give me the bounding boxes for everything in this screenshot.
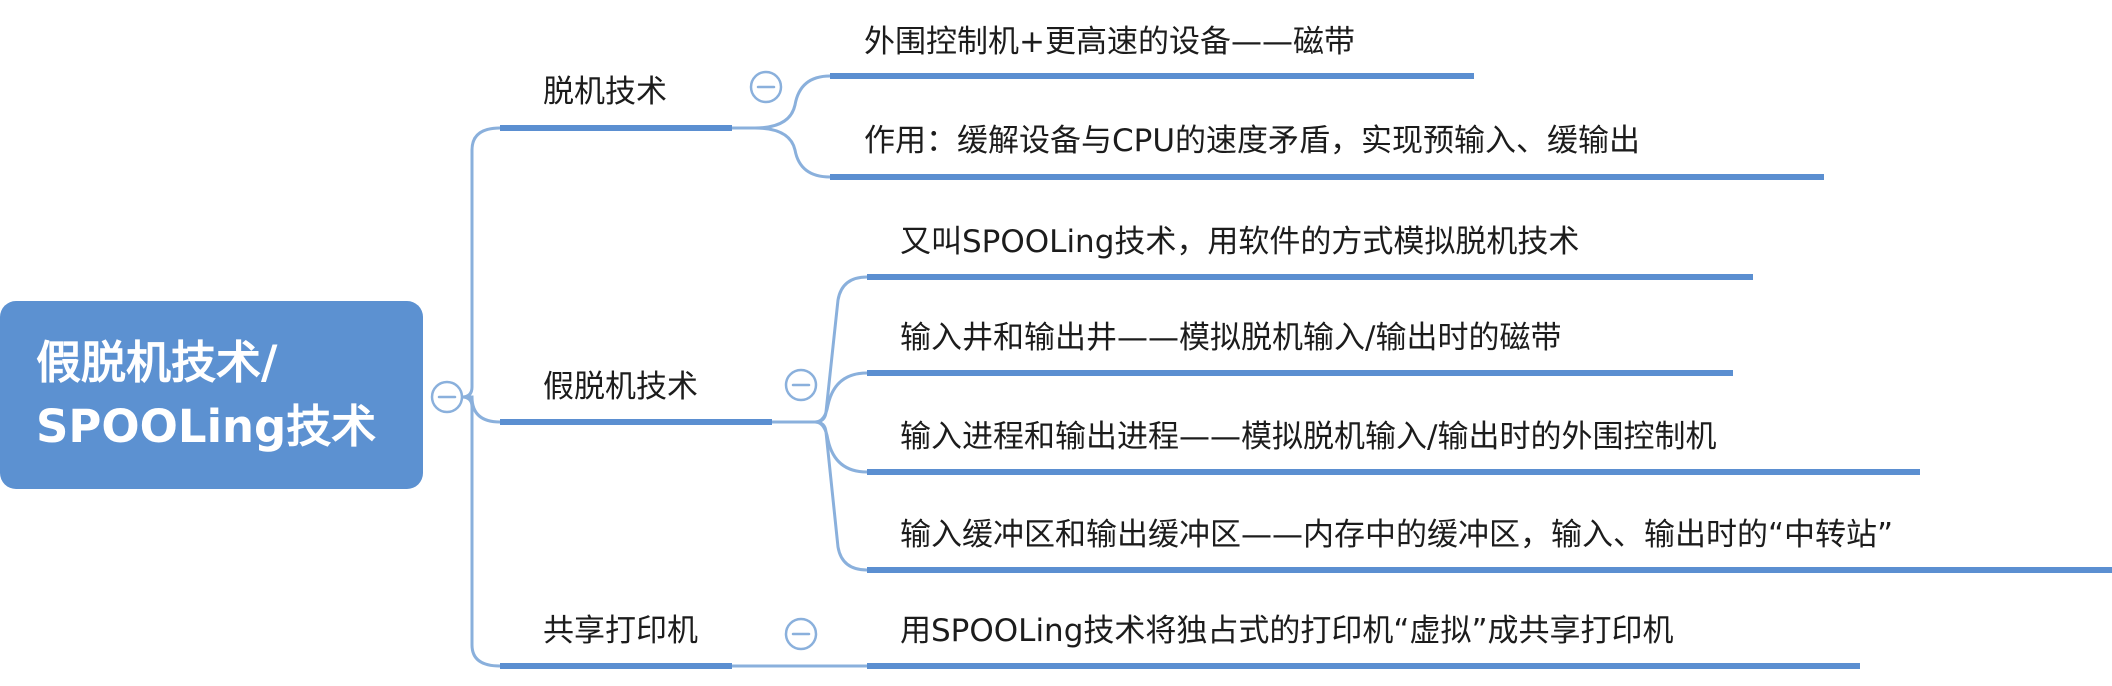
branch-label-printer[interactable]: 共享打印机 — [543, 613, 698, 649]
branch-underline-printer — [500, 663, 732, 669]
collapse-toggle-offline[interactable] — [749, 70, 783, 104]
child-underline-spooling-4 — [867, 567, 2112, 573]
child-label-spooling-3[interactable]: 输入进程和输出进程——模拟脱机输入/输出时的外围控制机 — [900, 419, 1717, 455]
connector-offline-to-child-1 — [732, 74, 831, 130]
child-underline-spooling-1 — [867, 274, 1753, 280]
child-underline-offline-1 — [830, 73, 1474, 79]
root-title-line-2: SPOOLing技术 — [36, 400, 377, 453]
branch-label-offline[interactable]: 脱机技术 — [543, 74, 667, 110]
root-title-line-1: 假脱机技术/ — [36, 336, 278, 389]
branch-label-spooling[interactable]: 假脱机技术 — [543, 369, 698, 405]
connector-spooling-to-child-4 — [772, 420, 868, 572]
child-label-spooling-4[interactable]: 输入缓冲区和输出缓冲区——内存中的缓冲区，输入、输出时的“中转站” — [900, 517, 1894, 553]
child-underline-spooling-2 — [867, 370, 1733, 376]
connector-root-to-spooling — [447, 395, 501, 424]
branch-underline-spooling — [500, 419, 772, 425]
child-label-offline-2[interactable]: 作用：缓解设备与CPU的速度矛盾，实现预输入、缓输出 — [864, 123, 1641, 159]
child-underline-printer-1 — [867, 663, 1860, 669]
collapse-toggle-spooling[interactable] — [784, 368, 818, 402]
connector-root-to-printer — [447, 395, 501, 668]
child-label-spooling-1[interactable]: 又叫SPOOLing技术，用软件的方式模拟脱机技术 — [900, 224, 1580, 260]
child-underline-spooling-3 — [867, 469, 1920, 475]
connector-root-to-offline — [447, 126, 501, 399]
connector-spooling-to-child-3 — [772, 420, 868, 474]
collapse-toggle-printer[interactable] — [784, 617, 818, 651]
connector-offline-to-child-2 — [732, 126, 831, 179]
root-node[interactable]: 假脱机技术/ SPOOLing技术 — [0, 301, 423, 489]
collapse-toggle-root[interactable] — [430, 380, 464, 414]
branch-underline-offline — [500, 125, 732, 131]
child-underline-offline-2 — [830, 174, 1824, 180]
child-label-offline-1[interactable]: 外围控制机+更高速的设备——磁带 — [864, 24, 1355, 60]
child-label-printer-1[interactable]: 用SPOOLing技术将独占式的打印机“虚拟”成共享打印机 — [900, 613, 1674, 649]
child-label-spooling-2[interactable]: 输入井和输出井——模拟脱机输入/输出时的磁带 — [900, 320, 1562, 356]
connector-spooling-to-child-1 — [772, 275, 868, 424]
